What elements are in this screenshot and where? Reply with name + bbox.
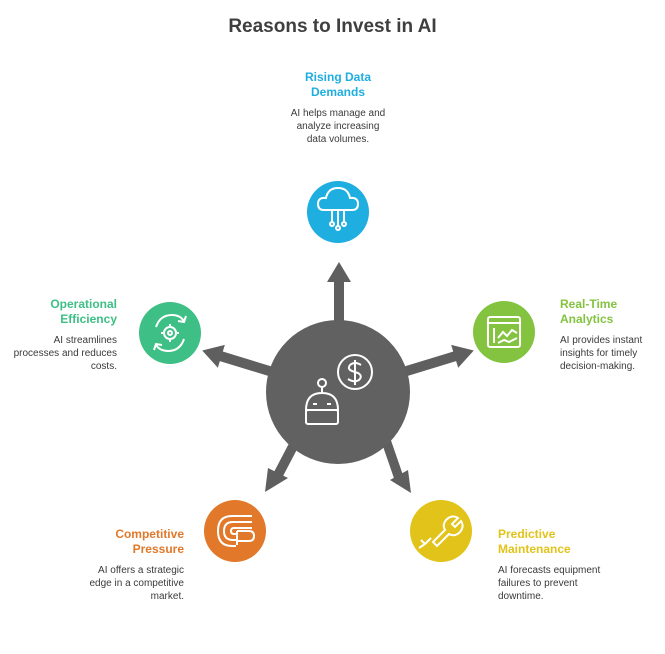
rising-data-title-line2: Demands <box>310 85 366 99</box>
hub-circle <box>266 320 410 464</box>
predictive-maintenance-title-line2: Maintenance <box>498 542 571 556</box>
competitive-pressure-desc-line1: AI offers a strategic <box>98 565 184 576</box>
operational-efficiency-desc-line2: processes and reduces <box>13 348 117 359</box>
predictive-maintenance-description: AI forecasts equipment failures to preve… <box>498 564 648 603</box>
operational-efficiency-title-line2: Efficiency <box>60 312 117 326</box>
operational-efficiency-label: Operational Efficiency AI streamlines pr… <box>0 297 117 373</box>
predictive-maintenance-circle <box>410 500 472 562</box>
arrow-up <box>327 262 351 326</box>
realtime-analytics-desc-line3: decision-making. <box>560 361 636 372</box>
competitive-pressure-desc-line3: market. <box>150 591 184 602</box>
predictive-maintenance-label: Predictive Maintenance AI forecasts equi… <box>498 527 648 603</box>
competitive-pressure-circle <box>204 500 266 562</box>
operational-efficiency-description: AI streamlines processes and reduces cos… <box>0 334 117 373</box>
rising-data-title: Rising Data Demands <box>253 70 423 100</box>
rising-data-desc-line2: analyze increasing <box>296 121 380 132</box>
competitive-pressure-title: Competitive Pressure <box>14 527 184 557</box>
cloud-network-icon <box>316 186 360 231</box>
arrow-left <box>202 344 284 380</box>
gear-cycle-icon <box>153 313 187 353</box>
rising-data-label: Rising Data Demands AI helps manage and … <box>253 70 423 146</box>
predictive-maintenance-desc-line1: AI forecasts equipment <box>498 565 601 576</box>
competitive-pressure-description: AI offers a strategic edge in a competit… <box>14 564 184 603</box>
competitive-pressure-desc-line2: edge in a competitive <box>89 578 184 589</box>
competitive-pressure-title-line1: Competitive <box>115 527 184 541</box>
realtime-analytics-desc-line1: AI provides instant <box>560 335 643 346</box>
realtime-analytics-title: Real-Time Analytics <box>560 297 660 327</box>
wrench-plug-icon <box>418 515 464 549</box>
robot-icon <box>304 378 340 425</box>
arrow-right <box>391 344 474 381</box>
competitive-pressure-title-line2: Pressure <box>132 542 184 556</box>
operational-efficiency-circle <box>139 302 201 364</box>
rising-data-desc-line3: data volumes. <box>306 134 370 145</box>
realtime-analytics-description: AI provides instant insights for timely … <box>560 334 660 373</box>
operational-efficiency-desc-line1: AI streamlines <box>53 335 117 346</box>
rising-data-desc-line1: AI helps manage and <box>290 108 386 119</box>
analytics-dashboard-icon <box>487 316 521 348</box>
operational-efficiency-desc-line3: costs. <box>90 361 117 372</box>
operational-efficiency-title-line1: Operational <box>50 297 117 311</box>
rising-data-title-line1: Rising Data <box>304 70 371 84</box>
predictive-maintenance-desc-line2: failures to prevent <box>498 578 578 589</box>
predictive-maintenance-desc-line3: downtime. <box>498 591 544 602</box>
realtime-analytics-title-line2: Analytics <box>560 312 614 326</box>
predictive-maintenance-title: Predictive Maintenance <box>498 527 648 557</box>
rising-data-description: AI helps manage and analyze increasing d… <box>253 107 423 146</box>
page-title: Reasons to Invest in AI <box>228 16 437 37</box>
competitive-pressure-label: Competitive Pressure AI offers a strateg… <box>14 527 184 603</box>
predictive-maintenance-title-line1: Predictive <box>498 527 556 541</box>
dollar-icon <box>337 354 373 390</box>
realtime-analytics-desc-line2: insights for timely <box>560 348 638 359</box>
operational-efficiency-title: Operational Efficiency <box>0 297 117 327</box>
realtime-analytics-label: Real-Time Analytics AI provides instant … <box>560 297 660 373</box>
race-track-icon <box>216 515 256 547</box>
realtime-analytics-title-line1: Real-Time <box>560 297 618 311</box>
